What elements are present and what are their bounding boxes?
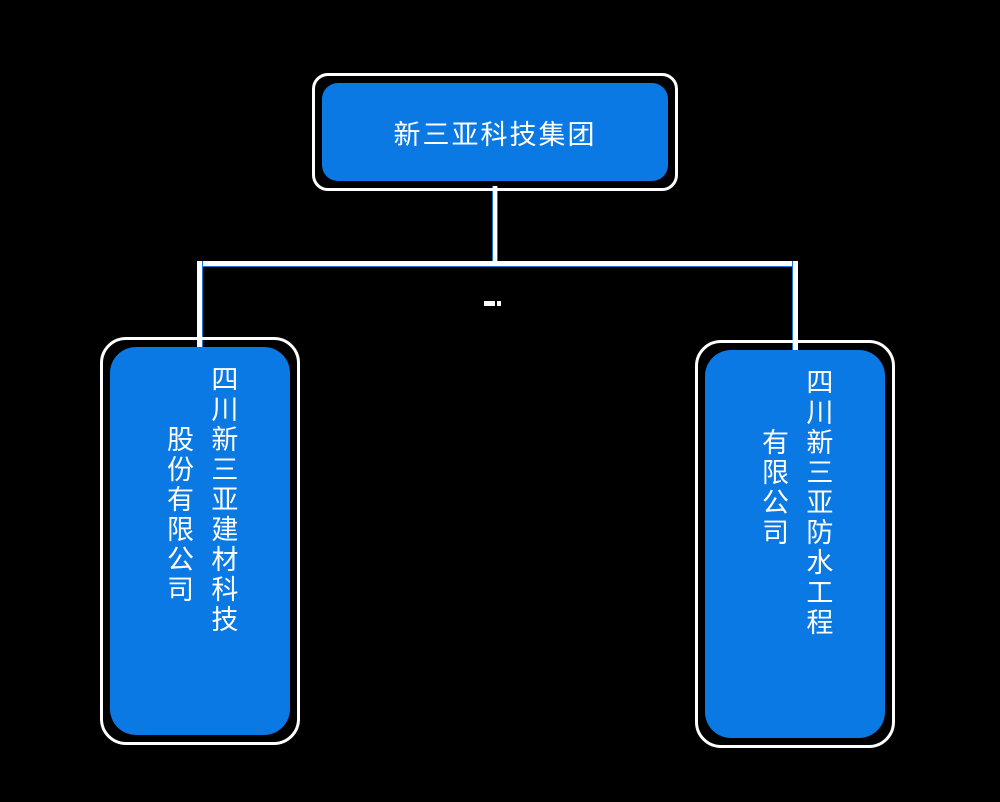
org-node-child-left-column-1: 四川新三亚建材科技 [207, 365, 238, 635]
org-node-child-left[interactable]: 四川新三亚建材科技 股份有限公司 [100, 337, 300, 745]
org-node-child-left-column-2: 股份有限公司 [163, 425, 193, 605]
connector-drop-left [197, 261, 203, 353]
connector-root-stem [492, 186, 498, 266]
connector-drop-right [792, 261, 798, 353]
org-node-child-right-column-2: 有限公司 [758, 428, 788, 548]
connector-artifact-mark [484, 301, 501, 306]
org-node-child-right[interactable]: 四川新三亚防水工程 有限公司 [695, 340, 895, 748]
org-node-child-right-column-1: 四川新三亚防水工程 [802, 368, 833, 638]
org-node-child-right-text: 四川新三亚防水工程 有限公司 [705, 368, 885, 638]
org-node-child-left-text: 四川新三亚建材科技 股份有限公司 [110, 365, 290, 635]
connector-horizontal-bus [197, 261, 798, 267]
org-node-root[interactable]: 新三亚科技集团 [312, 73, 678, 191]
org-node-root-label: 新三亚科技集团 [393, 119, 597, 150]
